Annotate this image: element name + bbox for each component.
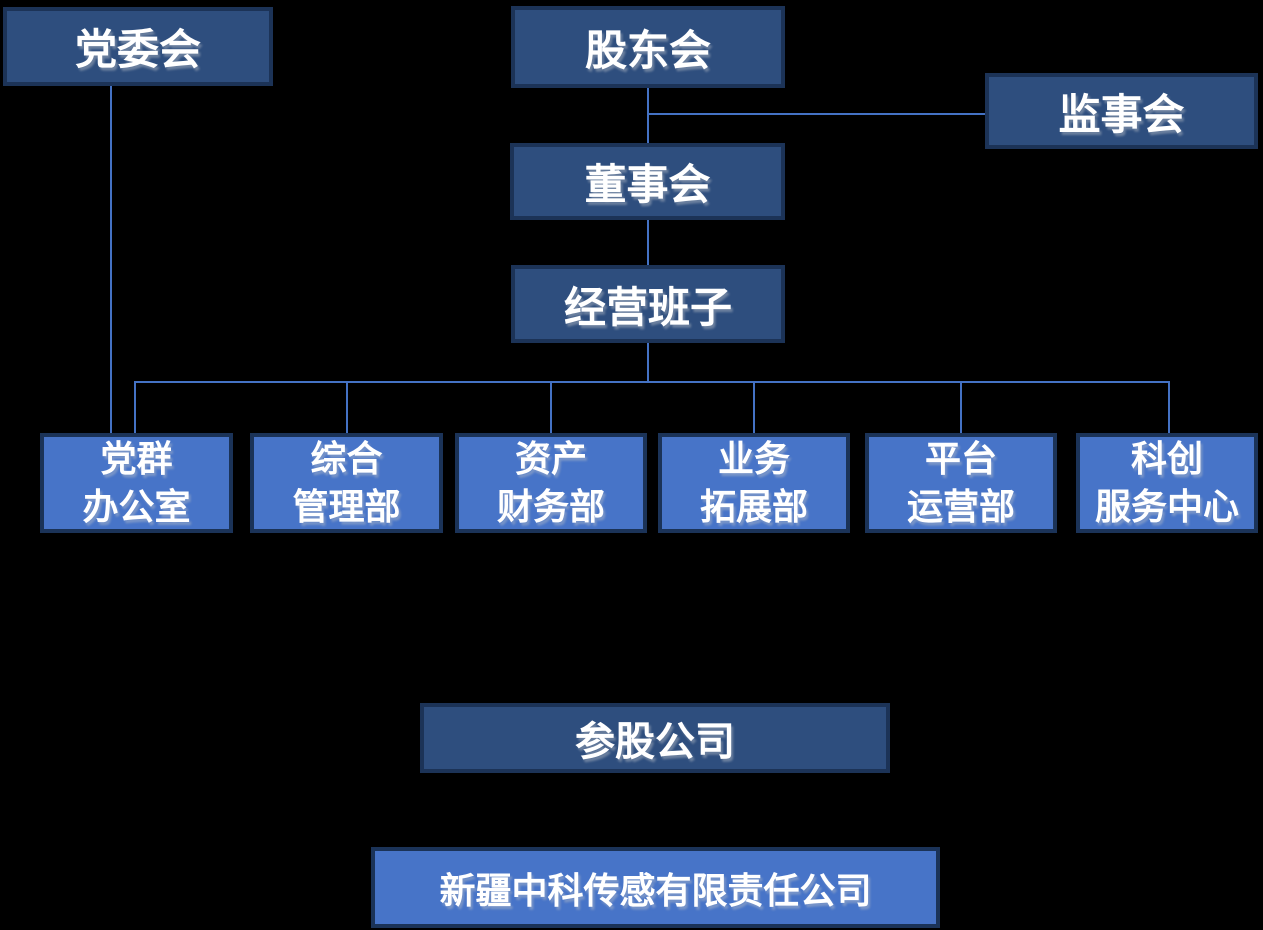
node-supervisory-board: 监事会: [985, 73, 1258, 149]
node-dept-asset-finance: 资产 财务部: [455, 433, 647, 533]
dept-label-line2: 服务中心: [1094, 486, 1239, 527]
node-shareholders-meeting: 股东会: [511, 6, 785, 88]
connector-distribution-horizontal: [134, 381, 1170, 383]
connector-branch-dept-3: [550, 381, 552, 433]
node-invested-company-label: 参股公司: [575, 720, 735, 764]
node-board-of-directors-label: 董事会: [584, 161, 711, 208]
node-dept-platform-operations: 平台 运营部: [865, 433, 1057, 533]
connector-branch-dept-6: [1168, 381, 1170, 433]
dept-label-line2: 财务部: [496, 486, 605, 527]
dept-label-line1: 资产: [514, 438, 587, 480]
connector-branch-dept-5: [960, 381, 962, 433]
node-board-of-directors: 董事会: [510, 143, 785, 220]
node-dept-scitech-service-center: 科创 服务中心: [1076, 433, 1258, 533]
connector-board-to-management: [647, 220, 649, 265]
connector-management-to-distribution: [647, 343, 649, 382]
dept-label-line1: 综合: [310, 438, 383, 480]
node-dept-party-mass-office: 党群 办公室: [40, 433, 233, 533]
node-shareholders-meeting-label: 股东会: [584, 26, 711, 74]
node-invested-company: 参股公司: [420, 703, 890, 773]
node-dept-general-management: 综合 管理部: [250, 433, 443, 533]
connector-branch-dept-4: [753, 381, 755, 433]
dept-label-line1: 业务: [717, 438, 790, 480]
connector-branch-dept-1: [134, 381, 136, 433]
node-party-committee-label: 党委会: [74, 26, 201, 73]
node-party-committee: 党委会: [3, 7, 273, 86]
dept-label-line2: 运营部: [906, 486, 1015, 527]
dept-label-line2: 办公室: [82, 486, 191, 527]
connector-shareholders-to-supervisors: [648, 113, 985, 115]
node-subsidiary-company: 新疆中科传感有限责任公司: [371, 847, 940, 928]
connector-party-committee-to-party-mass-office: [110, 86, 112, 433]
dept-label-line1: 科创: [1130, 438, 1203, 480]
dept-label-line1: 党群: [100, 438, 173, 480]
node-management-team: 经营班子: [511, 265, 785, 343]
node-management-team-label: 经营班子: [563, 283, 732, 331]
dept-label-line2: 拓展部: [699, 486, 808, 527]
connector-branch-dept-2: [346, 381, 348, 433]
connector-shareholders-to-board: [647, 88, 649, 143]
dept-label-line2: 管理部: [292, 486, 401, 527]
node-subsidiary-company-label: 新疆中科传感有限责任公司: [439, 869, 872, 911]
node-supervisory-board-label: 监事会: [1058, 90, 1185, 138]
node-dept-business-expansion: 业务 拓展部: [658, 433, 850, 533]
dept-label-line1: 平台: [924, 438, 997, 480]
